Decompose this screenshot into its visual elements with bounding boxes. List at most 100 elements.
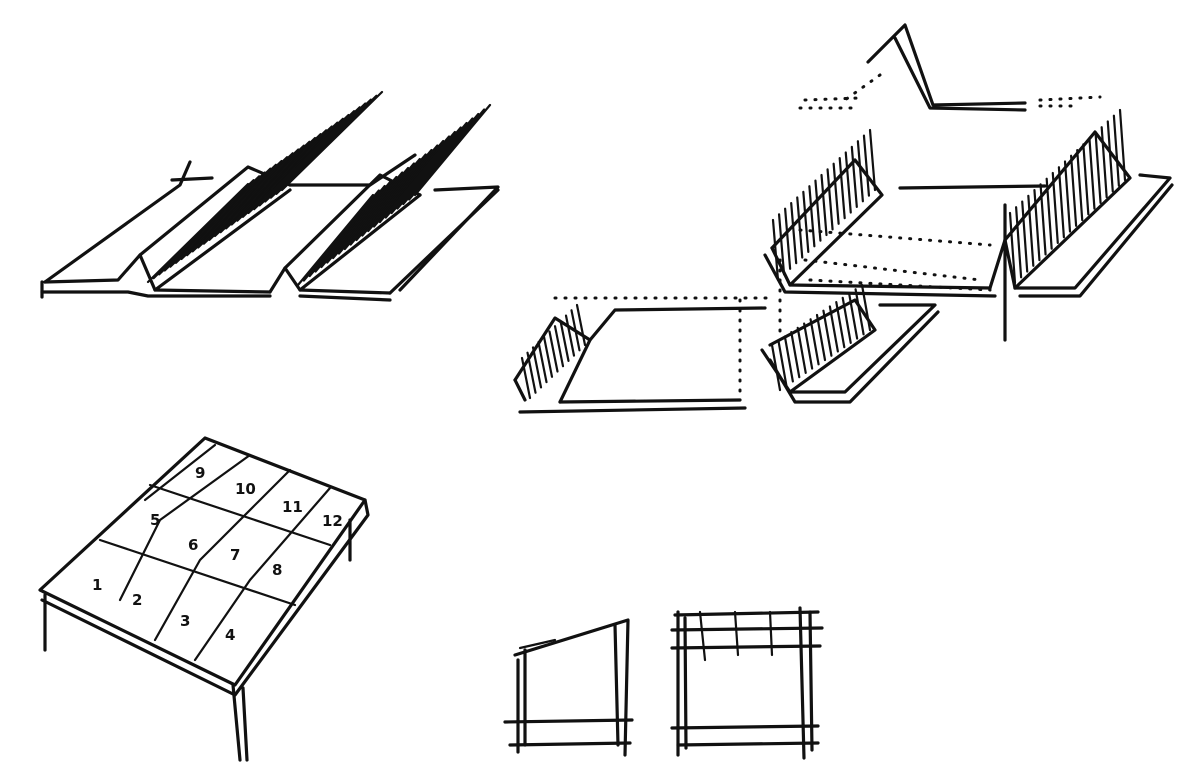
hatch-stroke (280, 90, 384, 192)
hatch-stroke (219, 133, 322, 234)
hatch-stroke (1057, 166, 1065, 239)
panel-number-label: 6 (188, 536, 198, 554)
hatch-stroke (241, 117, 345, 218)
hatching-left-ridge (146, 90, 384, 284)
hatch-stroke (531, 346, 543, 389)
hatch-stroke (1021, 200, 1029, 273)
hatch-stroke (1082, 143, 1090, 216)
hatch-stroke (396, 117, 474, 210)
hatch-stroke (526, 351, 537, 394)
hatch-stroke (570, 309, 581, 352)
hatch-stroke (247, 113, 350, 215)
hatch-stroke (169, 167, 272, 268)
hatch-stroke (854, 288, 865, 336)
hatch-stroke (1106, 120, 1114, 193)
hatch-stroke (844, 151, 852, 214)
hatch-stroke (850, 145, 858, 208)
panel-number-label: 8 (272, 561, 282, 579)
hatch-stroke (1118, 108, 1127, 182)
hatch-stroke (337, 162, 416, 255)
hatch-stroke (777, 339, 788, 387)
hatch-stroke (808, 185, 816, 248)
hatch-stroke (1015, 206, 1023, 279)
hatch-stroke (349, 153, 427, 246)
hatch-stroke (862, 134, 871, 197)
sawtooth-section-detail (798, 23, 1102, 112)
hatch-stroke (326, 171, 404, 264)
panel-number-label: 5 (150, 511, 160, 529)
hatch-stroke (185, 156, 289, 257)
hatch-stroke (537, 341, 548, 384)
hatch-stroke (777, 213, 786, 276)
panel-number-label: 3 (180, 612, 190, 630)
single-module-elevation (503, 618, 634, 757)
panel-number-label: 7 (230, 546, 240, 564)
hatch-stroke (1027, 194, 1035, 267)
hatch-stroke (252, 110, 356, 211)
hatch-stroke (820, 173, 828, 237)
hatch-stroke (814, 179, 822, 242)
hatch-stroke (1094, 131, 1102, 204)
hatch-stroke (1063, 160, 1072, 233)
hatch-stroke (402, 112, 480, 206)
panel-number-label: 4 (225, 626, 235, 644)
panel-number-label: 10 (235, 480, 256, 498)
hatch-stroke (784, 207, 792, 270)
hatch-stroke (1039, 183, 1047, 256)
sawtooth-roof-modules (513, 108, 1174, 414)
hatch-stroke (367, 139, 445, 233)
hatch-stroke (163, 171, 266, 272)
hatch-stroke (856, 140, 864, 203)
hatch-stroke (230, 125, 333, 226)
hatch-stroke (269, 98, 372, 199)
hatch-stroke (790, 202, 798, 265)
hatch-stroke (848, 292, 859, 340)
hatch-stroke (413, 103, 492, 197)
hatch-stroke (815, 313, 827, 362)
hatch-stroke (770, 343, 782, 392)
hatch-stroke (575, 303, 587, 347)
hatch-stroke (1070, 154, 1078, 227)
hatch-stroke (146, 182, 250, 284)
hatch-stroke (841, 296, 852, 344)
hatch-stroke (783, 335, 794, 383)
panel-number-label: 2 (132, 591, 142, 609)
hatch-stroke (790, 331, 801, 379)
framed-module-elevation (670, 606, 824, 760)
hatch-stroke (208, 140, 311, 241)
hatch-stroke (1088, 137, 1096, 210)
hatch-stroke (796, 196, 804, 259)
hatch-stroke (197, 148, 300, 249)
hatch-stroke (1008, 211, 1017, 285)
hatch-stroke (796, 326, 807, 374)
hatch-stroke (1045, 177, 1053, 250)
hatch-stroke (378, 130, 456, 224)
hatch-stroke (213, 136, 317, 238)
hatch-stroke (520, 356, 532, 400)
hatch-stroke (275, 94, 378, 195)
hatch-stroke (838, 157, 846, 220)
hatch-stroke (384, 126, 462, 219)
hatch-stroke (559, 319, 570, 362)
hatch-stroke (361, 144, 439, 237)
hatch-stroke (320, 175, 398, 269)
hatch-stroke (835, 301, 846, 349)
panel-number-label: 12 (322, 512, 343, 530)
hatch-stroke (1112, 114, 1120, 187)
hatch-stroke (225, 129, 328, 230)
hatch-stroke (191, 152, 294, 253)
hatch-stroke (553, 325, 565, 368)
hatch-stroke (152, 179, 255, 280)
hatch-stroke (264, 102, 367, 203)
hatch-stroke (771, 218, 780, 282)
hatch-stroke (822, 309, 833, 357)
hatch-stroke (308, 184, 386, 278)
hatch-stroke (408, 108, 486, 201)
hatch-stroke (314, 180, 392, 273)
hatch-stroke (390, 121, 468, 215)
hatch-stroke (202, 144, 305, 245)
panel-number-label: 1 (92, 576, 102, 594)
hatch-stroke (548, 330, 559, 373)
